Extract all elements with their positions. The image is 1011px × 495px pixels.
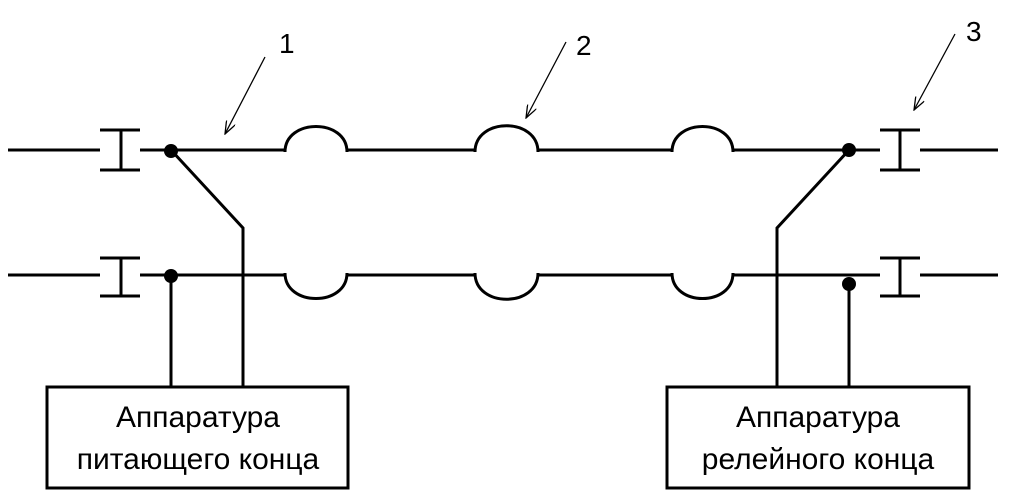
insulating-joint-lower-right <box>880 256 920 298</box>
rail-connector-lower-2 <box>473 272 540 301</box>
feed-box-label-line1: Аппаратура <box>116 401 280 434</box>
feed-wire-upper <box>169 148 245 387</box>
insulating-joint-upper-right <box>880 128 920 172</box>
callout-arrow-3 <box>914 33 956 110</box>
rail-connector-lower-3 <box>670 272 735 300</box>
relay-box-label-line2: релейного конца <box>702 443 935 476</box>
insulating-joint-upper-left <box>100 128 140 172</box>
callout-arrow-2 <box>526 41 567 118</box>
connection-dot-relay-lower <box>842 277 856 291</box>
callout-label-3: 3 <box>966 16 982 47</box>
callout-label-2: 2 <box>576 30 592 61</box>
connection-dot-relay-upper <box>842 143 856 157</box>
rail-connector-upper-2 <box>473 124 540 153</box>
rail-connector-upper-3 <box>670 125 735 153</box>
connection-dot-feed-lower <box>164 269 178 283</box>
rail-connector-lower-1 <box>283 272 349 300</box>
feed-box-label-line2: питающего конца <box>77 443 320 476</box>
callout-label-1: 1 <box>279 28 295 59</box>
relay-box-label-line1: Аппаратура <box>736 401 900 434</box>
insulating-joint-lower-left <box>100 256 140 298</box>
relay-wire-upper <box>775 148 851 387</box>
feed-end-equipment-box <box>45 385 350 490</box>
rail-connector-upper-1 <box>283 125 349 153</box>
relay-end-equipment-box <box>665 385 971 490</box>
connection-dot-feed-upper <box>164 144 178 158</box>
callout-arrow-1 <box>225 56 266 134</box>
